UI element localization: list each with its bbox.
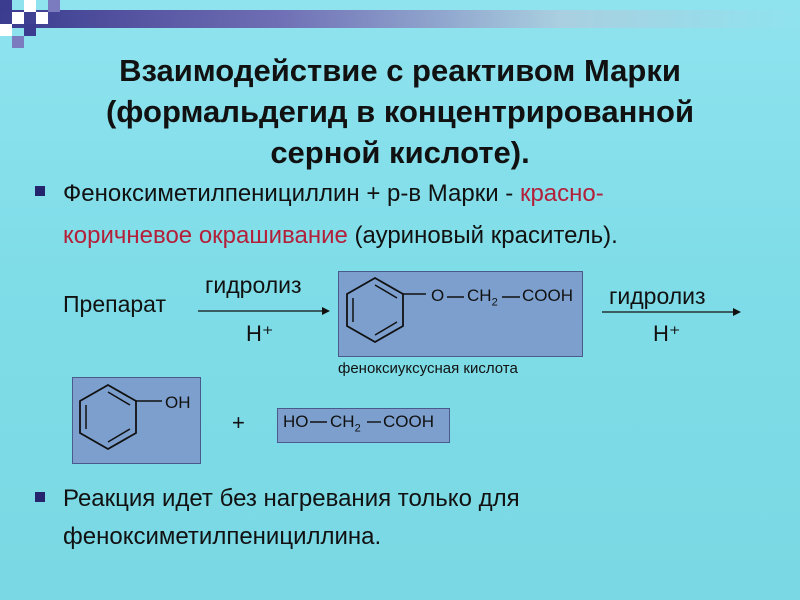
structure-box-glycolic [277, 408, 450, 443]
decor-square [24, 24, 36, 36]
reactant-label: Препарат [63, 291, 166, 317]
arrow-label-top: гидролиз [205, 272, 302, 298]
atom-label: OH [165, 393, 191, 412]
title-line: серной кислоте). [270, 135, 530, 170]
bullet-text: Феноксиметилпенициллин + р-в Марки - [63, 180, 520, 207]
bullet-marker [35, 186, 45, 196]
title-line: (формальдегид в концентрированной [105, 94, 695, 129]
atom-label: O [431, 286, 445, 305]
subscript: 2 [354, 422, 361, 435]
bullet-text-2-cont: феноксиметилпенициллина. [63, 523, 382, 550]
group-label: CH2 [330, 412, 361, 434]
group-label: CH2 [467, 286, 498, 308]
group-text: CH [330, 412, 355, 431]
group-text: CH [467, 286, 492, 305]
header-bar [0, 10, 800, 28]
bullet-text-1-cont: коричневое окрашивание (ауриновый красит… [63, 219, 618, 253]
group-label: HO [283, 412, 309, 431]
arrow-label-top: гидролиз [609, 283, 706, 309]
structure-caption: феноксиуксусная кислота [338, 360, 518, 377]
title-line: Взаимодействие с реактивом Марки [119, 53, 681, 88]
bullet-text-2: Реакция идет без нагревания только для [63, 485, 520, 512]
decor-square [12, 12, 24, 24]
bullet-text: (ауриновый краситель). [347, 222, 618, 249]
decor-square [48, 0, 60, 12]
decor-square [24, 0, 36, 12]
structure-box-phenoxyacetic [338, 271, 583, 357]
decor-square [0, 0, 12, 12]
bullet-marker [35, 492, 45, 502]
decor-square [0, 24, 12, 36]
group-label: COOH [383, 412, 434, 431]
highlight-text: красно- [519, 180, 604, 207]
decor-square [12, 36, 24, 48]
arrow-label-bottom: Н⁺ [246, 321, 274, 346]
group-label: COOH [522, 286, 573, 305]
subscript: 2 [491, 296, 498, 309]
arrow-label-bottom: Н⁺ [653, 321, 681, 346]
decor-square [36, 12, 48, 24]
slide-title: Взаимодействие с реактивом Марки (формал… [40, 50, 760, 173]
bullet-text-1: Феноксиметилпенициллин + р-в Марки - кра… [63, 177, 604, 211]
plus-sign: + [232, 410, 245, 435]
highlight-text: коричневое окрашивание [63, 222, 348, 249]
